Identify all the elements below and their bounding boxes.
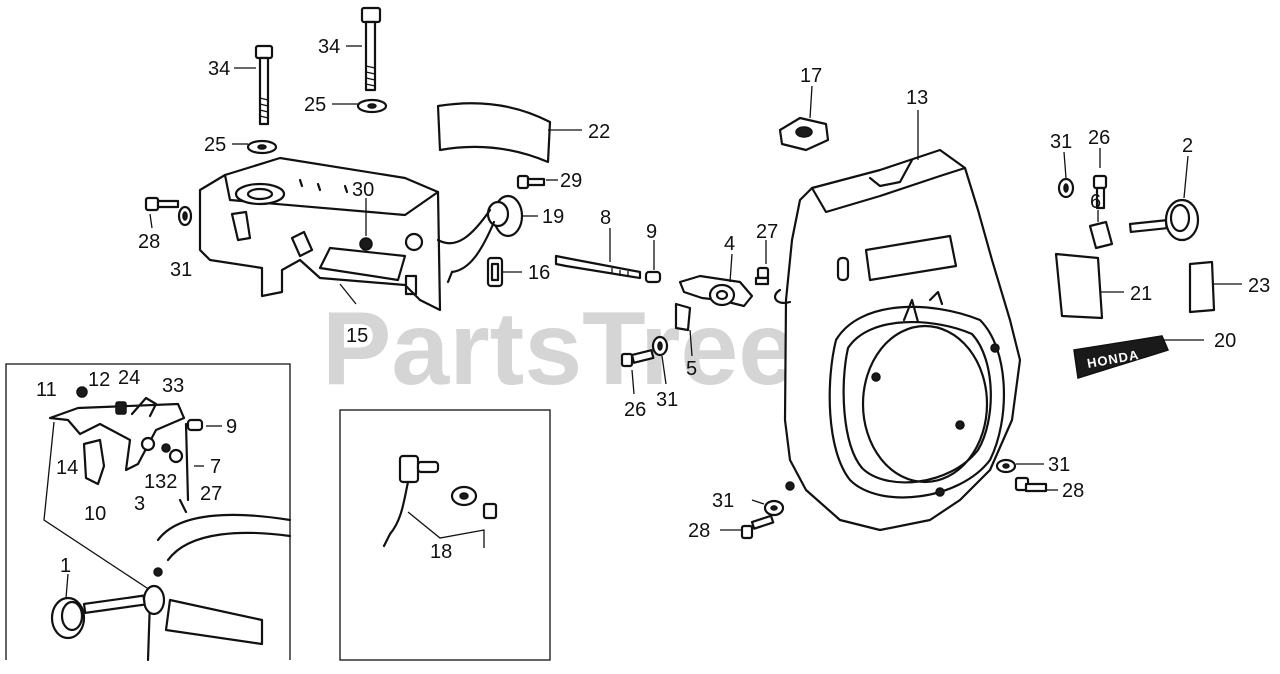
screw-29[interactable] <box>516 174 546 190</box>
callout-28-lower: 28 <box>688 520 710 542</box>
spacer-6[interactable] <box>1088 220 1114 250</box>
callout-22: 22 <box>588 121 610 143</box>
callout-10: 10 <box>84 503 106 525</box>
callout-4: 4 <box>724 233 735 255</box>
inset-frame-throttle <box>5 363 291 660</box>
callout-2: 2 <box>1182 135 1193 157</box>
callout-18: 18 <box>430 541 452 563</box>
callout-27-inset: 27 <box>200 483 222 505</box>
callout-5: 5 <box>686 358 697 380</box>
callout-34-left: 34 <box>208 58 230 80</box>
callout-7: 7 <box>210 456 221 478</box>
callout-1: 1 <box>60 555 71 577</box>
callout-17: 17 <box>800 65 822 87</box>
bolt-26-right[interactable] <box>1092 174 1108 210</box>
callout-26-right: 26 <box>1088 127 1110 149</box>
grommet-16[interactable] <box>486 256 504 288</box>
callout-13: 13 <box>906 87 928 109</box>
callout-31-left: 31 <box>170 259 192 281</box>
fan-cover-13[interactable] <box>773 148 1022 532</box>
callout-20: 20 <box>1214 330 1236 352</box>
washer-31-right-top[interactable] <box>1057 177 1075 199</box>
callout-6: 6 <box>1090 191 1101 213</box>
callout-31-center: 31 <box>656 389 678 411</box>
callout-34-right: 34 <box>318 36 340 58</box>
screw-27-top[interactable] <box>754 266 770 286</box>
callout-23: 23 <box>1248 275 1270 297</box>
washer-31-lower[interactable] <box>763 499 785 517</box>
callout-numbers: 34 34 25 25 22 17 13 31 26 2 30 29 28 19… <box>36 36 1270 577</box>
callout-132: 132 <box>144 471 177 493</box>
callout-30: 30 <box>352 179 374 201</box>
washer-25-top[interactable] <box>356 98 388 114</box>
callout-27-top: 27 <box>756 221 778 243</box>
bracket-15[interactable] <box>198 156 442 312</box>
switch-19[interactable] <box>436 194 524 284</box>
washer-31-center[interactable] <box>651 335 669 357</box>
bolt-28-lower[interactable] <box>740 514 775 540</box>
callout-25-bottom: 25 <box>204 134 226 156</box>
callout-25-top: 25 <box>304 94 326 116</box>
label-23[interactable] <box>1188 260 1216 314</box>
leader-lines <box>65 45 1242 599</box>
badge-20[interactable]: HONDA <box>1073 335 1170 379</box>
grommet-17[interactable] <box>778 116 830 152</box>
bolt-34-left[interactable] <box>254 44 274 126</box>
callout-8: 8 <box>600 207 611 229</box>
inset-frame-switch <box>339 409 551 661</box>
callout-21: 21 <box>1130 283 1152 305</box>
callout-19: 19 <box>542 206 564 228</box>
lever-4[interactable] <box>678 274 754 308</box>
label-22[interactable] <box>436 102 552 164</box>
callout-12: 12 <box>88 369 110 391</box>
callout-9: 9 <box>646 221 657 243</box>
bolt-28-right[interactable] <box>1014 476 1048 493</box>
callout-31-right-bottom: 31 <box>1048 454 1070 476</box>
label-21[interactable] <box>1054 252 1104 320</box>
rod-8[interactable] <box>554 254 642 280</box>
washer-25-bottom[interactable] <box>246 139 278 155</box>
washer-31-right-bottom[interactable] <box>995 458 1017 474</box>
callout-3: 3 <box>134 493 145 515</box>
callout-15: 15 <box>346 325 368 347</box>
knob-1[interactable] <box>50 594 146 640</box>
callout-14: 14 <box>56 457 78 479</box>
knob-2[interactable] <box>1128 198 1200 242</box>
switch-assembly-18[interactable] <box>382 454 498 548</box>
bolt-26-center[interactable] <box>620 349 655 368</box>
callout-31-lower: 31 <box>712 490 734 512</box>
callout-28-left: 28 <box>138 231 160 253</box>
callout-28-right: 28 <box>1062 480 1084 502</box>
callout-29: 29 <box>560 170 582 192</box>
callout-26-center: 26 <box>624 399 646 421</box>
part-5[interactable] <box>674 302 692 332</box>
bolt-28-left[interactable] <box>144 196 180 212</box>
throttle-lever-assembly[interactable] <box>43 386 204 591</box>
cap-9[interactable] <box>644 270 662 284</box>
callout-11: 11 <box>36 379 57 401</box>
bolt-34-right[interactable] <box>360 6 382 92</box>
callout-9-inset: 9 <box>226 416 237 438</box>
callout-33: 33 <box>162 375 184 397</box>
washer-31-left[interactable] <box>177 205 193 227</box>
engine-housing-partial <box>142 513 292 662</box>
watermark: PartsTree <box>322 291 796 407</box>
callout-16: 16 <box>528 262 550 284</box>
callout-24: 24 <box>118 367 140 389</box>
callout-31-right-top: 31 <box>1050 131 1072 153</box>
